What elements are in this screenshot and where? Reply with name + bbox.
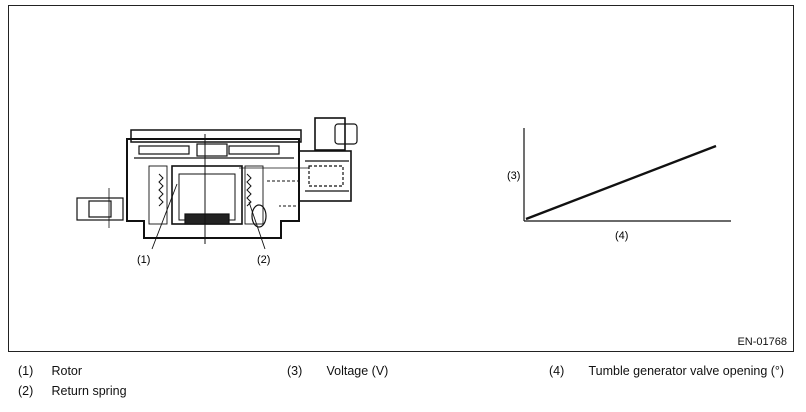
legend-text: Return spring [51,384,127,398]
return-spring [246,173,252,207]
bolt-hole [88,200,112,218]
legend-text: Tumble generator valve opening (°) [588,364,785,378]
legend-text: Voltage (V) [326,364,389,378]
legend-text: Rotor [51,364,83,378]
voltage-line [525,144,717,221]
legend-item-voltage: (3) Voltage (V) [287,364,388,378]
characteristic-graph [523,128,731,222]
legend-number: (1) [18,364,34,378]
callout-rotor: (1) [137,254,150,266]
legend-number: (4) [549,364,565,378]
legend-number: (3) [287,364,303,378]
figure-id: EN-01768 [737,336,787,348]
figure-frame: (1) (2) (3) (4) EN-01768 [8,5,794,352]
legend-item-rotor: (1) Rotor [18,364,82,378]
axis-label-opening: (4) [615,230,628,242]
legend-item-opening: (4) Tumble generator valve opening (°) [549,364,784,378]
connector [298,150,352,202]
return-spring-left [158,173,164,207]
legend: (1) Rotor (2) Return spring (3) Voltage … [8,364,798,408]
callout-return-spring: (2) [257,254,270,266]
diagram-canvas: (1) (2) (3) (4) [76,117,731,266]
sensor-cross-section [76,117,358,250]
axis-label-voltage: (3) [507,170,520,182]
legend-item-return-spring: (2) Return spring [18,384,127,398]
legend-number: (2) [18,384,34,398]
